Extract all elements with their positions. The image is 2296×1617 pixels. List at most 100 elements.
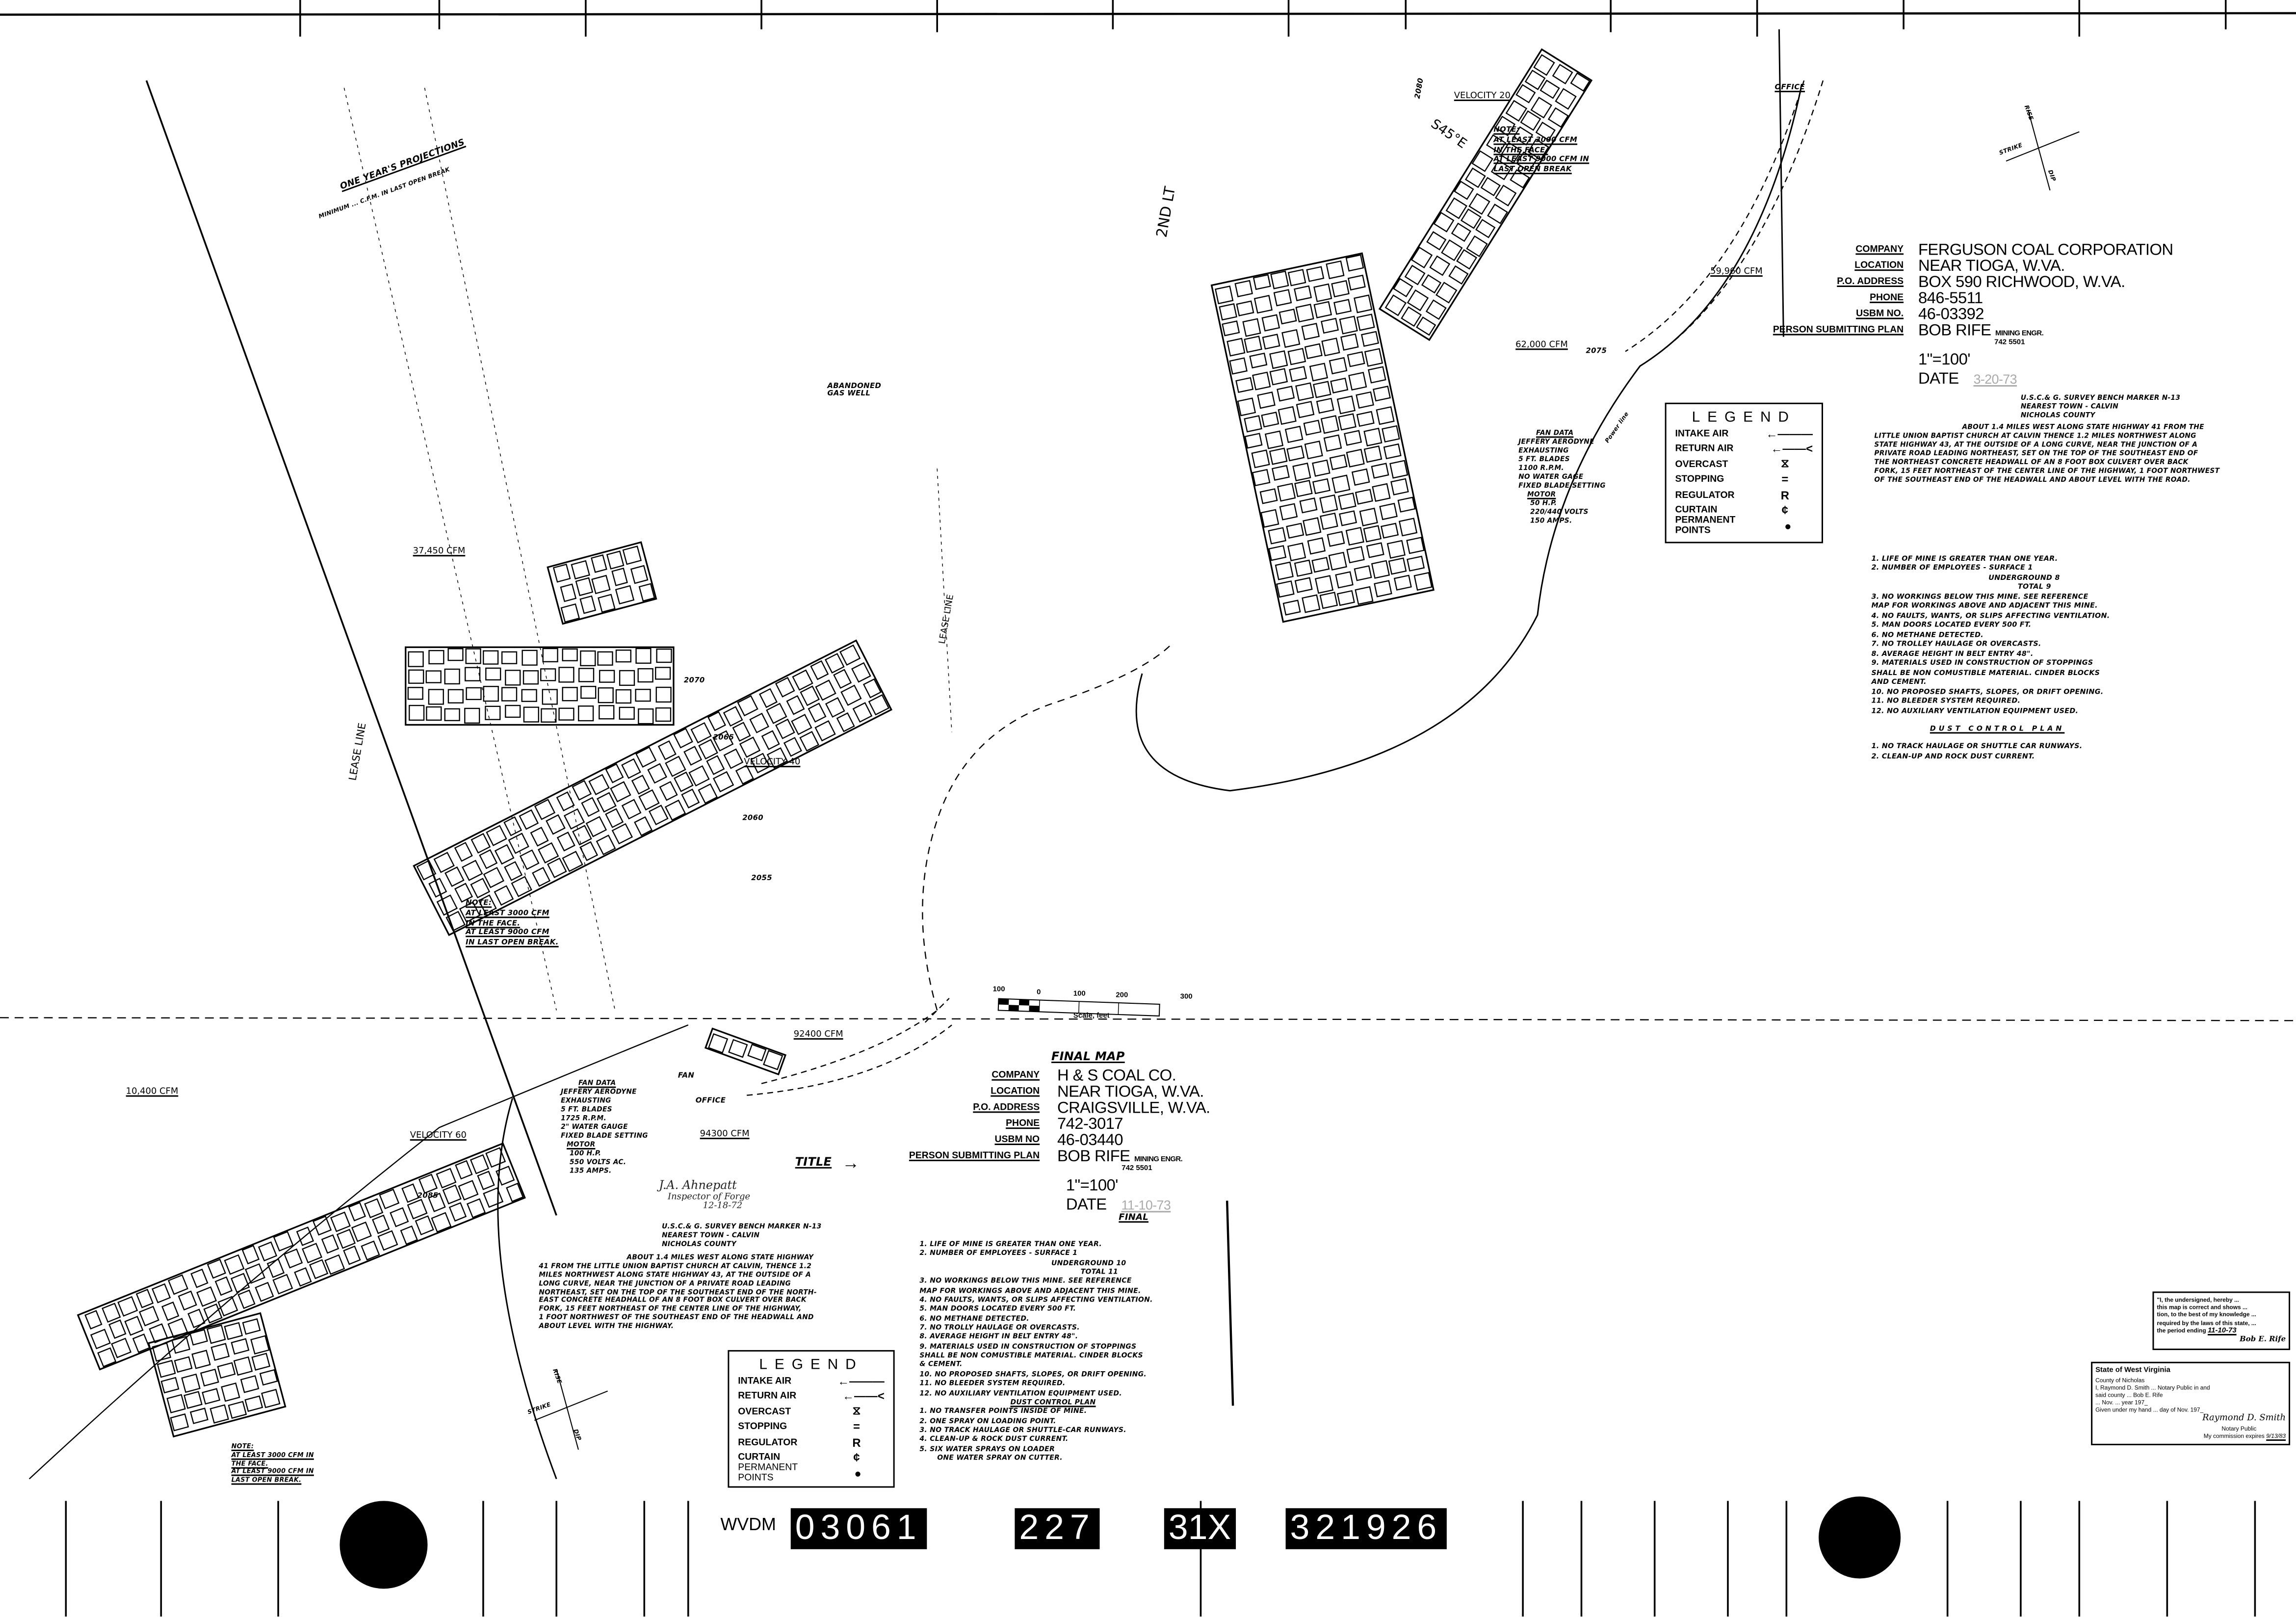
coal-pillar	[1277, 386, 1295, 402]
coal-pillar	[1345, 254, 1364, 272]
coal-pillar	[1329, 357, 1348, 375]
mine-pillar-grid	[1378, 48, 1593, 341]
coal-pillar	[111, 1337, 132, 1358]
coal-pillar	[1346, 448, 1365, 468]
coal-pillar	[840, 684, 862, 706]
coal-pillar	[1346, 546, 1365, 564]
coal-pillar	[1494, 184, 1517, 207]
coal-pillar	[1355, 586, 1374, 605]
coal-pillar	[1404, 264, 1426, 286]
coal-pillar	[1374, 580, 1392, 598]
coal-pillar	[505, 670, 521, 686]
coal-pillar	[428, 878, 447, 898]
coal-pillar	[321, 1234, 339, 1254]
return-air-arrow-icon: ←——<	[1771, 443, 1813, 456]
coal-pillar	[578, 668, 595, 682]
coal-pillar	[1229, 357, 1248, 375]
coal-pillar	[1471, 150, 1494, 172]
coal-pillar	[209, 1404, 229, 1424]
coal-pillar	[1490, 159, 1512, 181]
coal-pillar	[747, 1043, 767, 1062]
coal-pillar	[1330, 377, 1349, 394]
coal-pillar	[400, 1225, 418, 1245]
coal-pillar	[1289, 366, 1307, 382]
coal-pillar	[637, 668, 653, 683]
coal-pillar	[1268, 545, 1287, 561]
coal-pillar	[615, 650, 632, 663]
scale-tick: 300	[1180, 992, 1193, 1002]
coal-pillar	[261, 1388, 281, 1408]
coal-pillar	[1307, 537, 1326, 555]
coal-pillar	[558, 707, 574, 721]
workings-outline	[413, 639, 893, 937]
coal-pillar	[1320, 415, 1340, 434]
coal-pillar	[361, 1240, 380, 1261]
coal-pillar	[1309, 363, 1329, 382]
coal-pillar	[1261, 412, 1279, 428]
coal-pillar	[1292, 462, 1311, 482]
compass-bottom	[534, 1369, 608, 1450]
coal-pillar	[1384, 294, 1407, 316]
coal-pillar	[189, 1408, 209, 1424]
film-code-prefix: WVDM	[720, 1514, 776, 1535]
coal-pillar	[90, 1329, 111, 1350]
coal-pillar	[1286, 445, 1305, 462]
coal-pillar	[523, 706, 539, 723]
film-code: 31X	[1164, 1508, 1236, 1549]
coal-pillar	[97, 1347, 117, 1368]
coal-pillar	[585, 816, 607, 837]
coal-pillar	[1327, 531, 1345, 547]
coal-pillar	[615, 689, 632, 704]
coal-pillar	[390, 1207, 409, 1227]
coal-pillar	[214, 1276, 233, 1296]
workings-outline	[405, 646, 675, 726]
coal-pillar	[1347, 274, 1366, 291]
coal-pillar	[1294, 285, 1312, 302]
coal-pillar	[1520, 110, 1541, 131]
coal-pillar	[191, 1350, 211, 1369]
coal-pillar	[1487, 204, 1508, 224]
coal-pillar	[579, 595, 597, 614]
regulator-icon: R	[852, 1436, 861, 1450]
coal-pillar	[648, 805, 669, 826]
overcast-icon: ⧖	[1780, 457, 1789, 470]
coal-pillar	[1336, 590, 1355, 606]
coal-pillar	[506, 1182, 524, 1202]
coal-pillar	[1393, 278, 1413, 298]
notes-top: 1. LIFE OF MINE IS GREATER THAN ONE YEAR…	[1871, 556, 2110, 761]
coal-pillar	[483, 650, 499, 665]
coal-pillar	[1281, 329, 1301, 348]
coal-pillar	[735, 764, 754, 785]
coal-pillar	[1347, 351, 1365, 367]
coal-pillar	[1397, 496, 1416, 513]
coal-pillar	[1261, 314, 1280, 332]
coal-pillar	[542, 648, 558, 662]
coal-pillar	[1273, 289, 1292, 307]
coal-pillar	[1268, 527, 1286, 545]
coal-pillar	[1264, 430, 1284, 449]
coal-pillar	[152, 1283, 171, 1304]
coal-pillar	[1338, 413, 1357, 431]
coal-pillar	[202, 1388, 221, 1405]
coal-pillar	[598, 594, 616, 613]
coal-pillar	[501, 687, 518, 702]
north-arrow-bottom	[1226, 1200, 1234, 1406]
coal-pillar	[1271, 465, 1290, 481]
coal-pillar	[673, 771, 694, 792]
coal-pillar	[467, 1198, 486, 1219]
coal-pillar	[1249, 352, 1268, 369]
coal-pillar	[1313, 301, 1332, 318]
coal-pillar	[258, 1241, 278, 1262]
coal-pillar	[442, 1184, 462, 1205]
workings-outline	[1210, 252, 1435, 623]
coal-pillar	[575, 577, 594, 597]
coal-pillar	[815, 679, 836, 701]
coal-pillar	[455, 1160, 473, 1180]
coal-pillar	[174, 1356, 193, 1373]
coal-pillar	[580, 650, 596, 667]
coal-pillar	[372, 1214, 390, 1234]
coal-pillar	[635, 648, 652, 664]
coal-pillar	[1338, 493, 1357, 510]
coal-pillar	[1371, 463, 1389, 479]
